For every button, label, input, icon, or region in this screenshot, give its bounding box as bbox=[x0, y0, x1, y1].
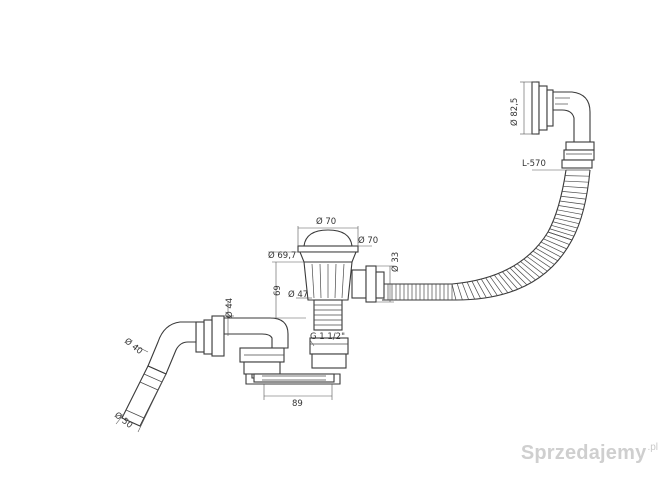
hose-rib bbox=[476, 280, 487, 298]
hose-rib bbox=[543, 238, 567, 250]
hose-rib bbox=[516, 263, 536, 281]
hose-rib bbox=[489, 276, 504, 295]
hose-rib bbox=[509, 267, 528, 286]
hose-rib bbox=[565, 175, 590, 177]
hose-rib bbox=[485, 277, 498, 296]
dim-diameter-44: Ø 44 bbox=[224, 298, 235, 318]
hose-rib bbox=[545, 235, 570, 245]
central-drain bbox=[297, 229, 385, 369]
hose-rib bbox=[520, 261, 540, 278]
dim-hose-length: L-570 bbox=[522, 159, 546, 169]
hose-rib bbox=[480, 278, 493, 297]
overflow-head bbox=[531, 81, 595, 169]
hose-rib bbox=[564, 180, 589, 183]
hose-rib bbox=[547, 231, 573, 241]
hose-rib bbox=[451, 283, 457, 301]
hose-rib bbox=[526, 256, 548, 272]
hose-rib bbox=[554, 217, 580, 225]
hose-rib bbox=[502, 271, 519, 290]
hose-rib bbox=[498, 273, 514, 292]
hose-rib bbox=[555, 213, 581, 220]
hose-rib bbox=[558, 205, 584, 210]
watermark-suffix: .pl bbox=[647, 442, 658, 453]
dim-diameter-33: Ø 33 bbox=[390, 252, 401, 272]
hose-rib bbox=[532, 250, 555, 265]
hose-rib bbox=[513, 265, 532, 283]
dim-diameter-70-side: Ø 70 bbox=[358, 235, 378, 246]
dim-diameter-82-5: Ø 82,5 bbox=[509, 98, 520, 126]
hose-rib bbox=[552, 221, 578, 229]
hose-rib bbox=[549, 228, 575, 237]
hose-rib bbox=[505, 269, 523, 288]
u-trap bbox=[245, 373, 341, 385]
dim-diameter-70-top: Ø 70 bbox=[316, 216, 336, 227]
hose-rib bbox=[535, 247, 558, 262]
hose-rib bbox=[557, 209, 583, 215]
hose-rib bbox=[523, 258, 544, 275]
hose-rib bbox=[559, 200, 585, 205]
hose-rib bbox=[560, 195, 586, 200]
watermark-text: Sprzedajemy bbox=[520, 442, 647, 464]
dim-diameter-69-7: Ø 69,7 bbox=[268, 250, 296, 261]
corrugated-hose bbox=[382, 169, 591, 301]
hose-rib bbox=[563, 185, 588, 189]
dimension-lines bbox=[115, 81, 566, 433]
dim-height-69: 69 bbox=[273, 285, 283, 296]
hose-rib bbox=[471, 281, 481, 299]
hose-rib bbox=[466, 281, 476, 300]
hose-rib bbox=[529, 253, 552, 269]
hose-rib bbox=[461, 282, 469, 300]
dim-diameter-47: Ø 47 bbox=[288, 289, 308, 300]
hose-rib bbox=[494, 274, 509, 294]
hose-rib bbox=[551, 225, 576, 233]
dim-width-89: 89 bbox=[292, 399, 303, 409]
left-fitting bbox=[121, 315, 289, 427]
dim-diameter-40: Ø 40 bbox=[122, 336, 145, 357]
hose-rib bbox=[562, 191, 587, 195]
hose-rib bbox=[456, 283, 463, 301]
dim-thread: G 1 1/2" bbox=[310, 332, 345, 342]
hose-rib bbox=[540, 241, 565, 254]
hose-rib bbox=[538, 244, 562, 258]
sprzedajemy-watermark: Sprzedajemy.pl bbox=[521, 442, 658, 465]
